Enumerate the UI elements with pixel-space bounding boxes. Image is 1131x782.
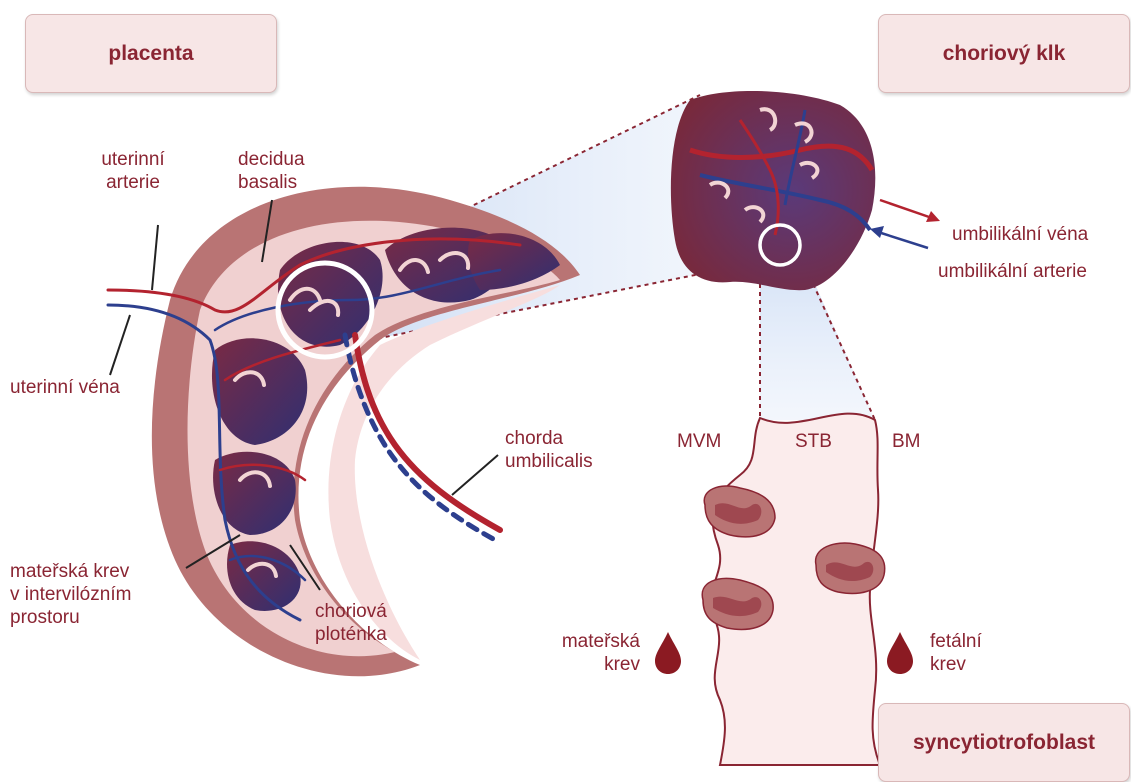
stb-label: STB — [795, 430, 845, 453]
chorionic-villus-title-box: choriový klk — [878, 14, 1130, 93]
umbilical-vein-label: umbilikální véna — [952, 223, 1127, 246]
decidua-basalis-label: decidua basalis — [238, 148, 358, 194]
syncytiotrophoblast-layer — [702, 414, 884, 765]
fetal-blood-label: fetální krev — [930, 630, 1030, 676]
umbilical-artery-label: umbilikální arterie — [938, 260, 1128, 283]
fetal-blood-drop-icon — [887, 632, 913, 674]
maternal-blood-ivs-label: mateřská krev v intervilózním prostoru — [10, 560, 180, 629]
chorionic-villus — [671, 91, 875, 290]
bm-label: BM — [892, 430, 942, 453]
maternal-blood-drop-icon — [655, 632, 681, 674]
chorionic-plate-label: choriová ploténka — [315, 600, 425, 646]
uterine-vein-label: uterinní véna — [10, 376, 170, 399]
chorda-umbilicalis-label: chorda umbilicalis — [505, 427, 635, 473]
umbilical-arrows — [870, 200, 940, 248]
placenta-title-box: placenta — [25, 14, 277, 93]
mvm-label: MVM — [677, 430, 737, 453]
maternal-blood-label: mateřská krev — [540, 630, 640, 676]
uterine-artery-label: uterinní arterie — [78, 148, 188, 194]
syncytiotrophoblast-title-box: syncytiotrofoblast — [878, 703, 1130, 782]
